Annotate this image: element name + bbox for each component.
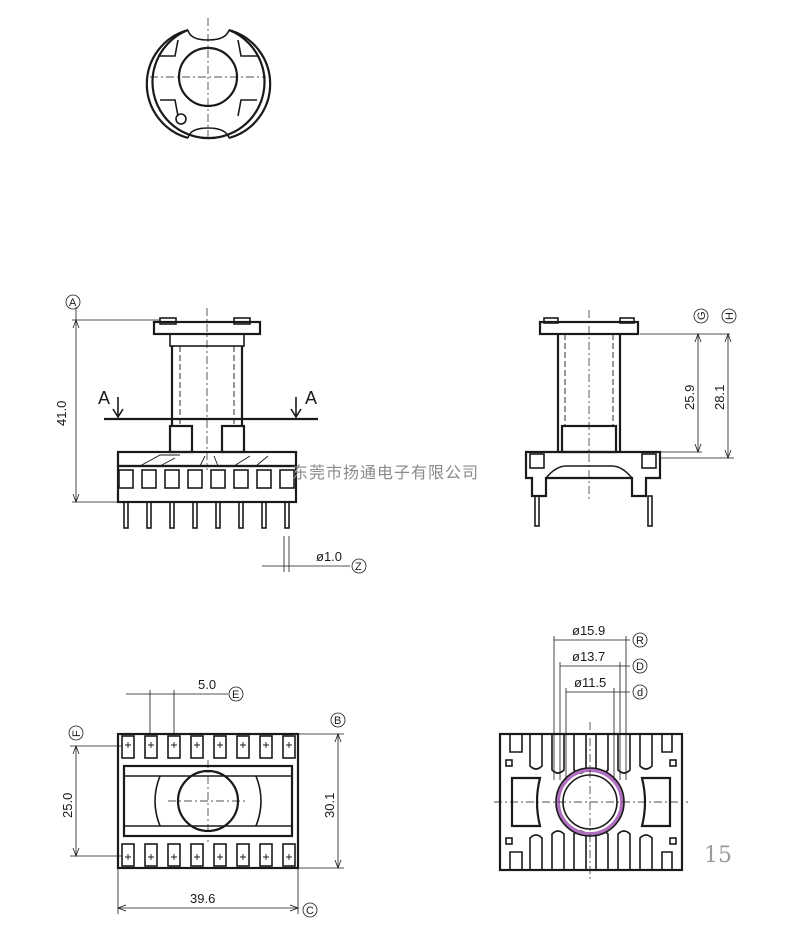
dim-281-value: 28.1 [712,385,727,410]
label-G: G [696,311,708,320]
side-pin-right [647,495,653,527]
label-Z-circle [351,558,367,574]
top-view-notch-top [187,29,230,41]
front-top-tab-right [233,317,251,325]
section-corner-bl [505,837,513,845]
label-D: D [636,661,644,673]
dim-outer-value: 30.1 [322,793,337,818]
top-view-notch-bottom [187,127,230,139]
front-collar-right [220,424,246,454]
front-pin-blocks [118,469,295,489]
top-view [145,18,272,140]
dim-d-value: ø11.5 [574,675,606,690]
dim-pin-value: ø1.0 [316,549,342,564]
top-view-flange-bl [160,99,179,117]
plan-arc-right [255,775,262,827]
top-view-outer-left [151,28,266,140]
section-slots-bottom [509,830,673,870]
section-window-left [510,776,542,828]
label-E-circle [228,686,244,702]
label-C-circle [302,902,318,918]
label-H-circle [721,308,737,324]
section-corner-tl [505,759,513,767]
label-F-circle [68,725,84,741]
section-label-left: A [98,388,110,408]
label-A-circle [65,294,81,310]
dim-width-arrows [116,904,300,912]
top-view-outer-right [228,28,272,140]
section-slots-top [509,734,673,774]
label-Z: Z [355,561,362,573]
plan-outline [116,732,300,870]
top-view-flange-tl [160,39,179,57]
section-label-right: A [305,388,317,408]
side-base [524,450,662,498]
front-elevation: A A [54,294,367,574]
label-G-circle [693,308,709,324]
section-view: ø15.9 R ø13.7 D ø11.5 d [494,623,688,880]
label-B: B [334,715,341,727]
side-top-tab-right [619,317,635,324]
plan-pin-row-top [121,735,296,759]
label-d-circle [632,684,648,700]
side-top-tab-left [543,317,559,324]
label-H: H [724,312,736,320]
front-winding-slots [139,454,269,467]
top-view-flange-tr [237,39,257,57]
plan-pin-marks [125,742,292,860]
dim-R-value: ø15.9 [572,623,605,638]
top-view-flange-br [237,99,257,117]
dim-41-value: 41.0 [54,401,69,426]
front-base-body [116,464,298,504]
front-collar-left [168,424,194,454]
label-B-circle [330,712,346,728]
section-corner-br [669,837,677,845]
label-R: R [636,635,644,647]
dim-259-arrows [694,332,702,454]
watermark-text: 东莞市扬通电子有限公司 [292,463,479,482]
page-number: 15 [704,843,732,868]
dim-depth-value: 25.0 [60,793,75,818]
dim-depth-arrows [72,744,80,858]
section-arrow-left [112,397,124,419]
section-window-right [640,776,672,828]
top-view-locator-dot [175,113,187,125]
front-pins [123,501,290,529]
dim-259-value: 25.9 [682,385,697,410]
label-R-circle [632,632,648,648]
plan-pin-row-bottom [121,843,296,867]
label-d: d [637,687,643,699]
front-top-tab-left [159,317,177,325]
plan-arc-left [154,775,161,827]
label-A: A [69,297,77,309]
side-base-block-right [641,453,657,469]
section-arrow-right [290,397,302,419]
top-view-outer-arc [145,28,189,140]
label-C: C [306,905,314,917]
side-base-block-left [529,453,545,469]
dim-pitch-value: 5.0 [198,677,216,692]
side-elevation: 25.9 28.1 G H [524,308,737,527]
label-D-circle [632,658,648,674]
label-F: F [71,730,83,737]
dim-D-value: ø13.7 [572,649,605,664]
label-E: E [232,689,239,701]
section-corner-tr [669,759,677,767]
bottom-plan: 5.0 E 25.0 F 30.1 B 39.6 C [60,677,346,918]
dim-outer-arrows [334,732,342,870]
dim-width-value: 39.6 [190,891,215,906]
side-pin-left [534,495,540,527]
dim-281-arrows [724,332,732,460]
